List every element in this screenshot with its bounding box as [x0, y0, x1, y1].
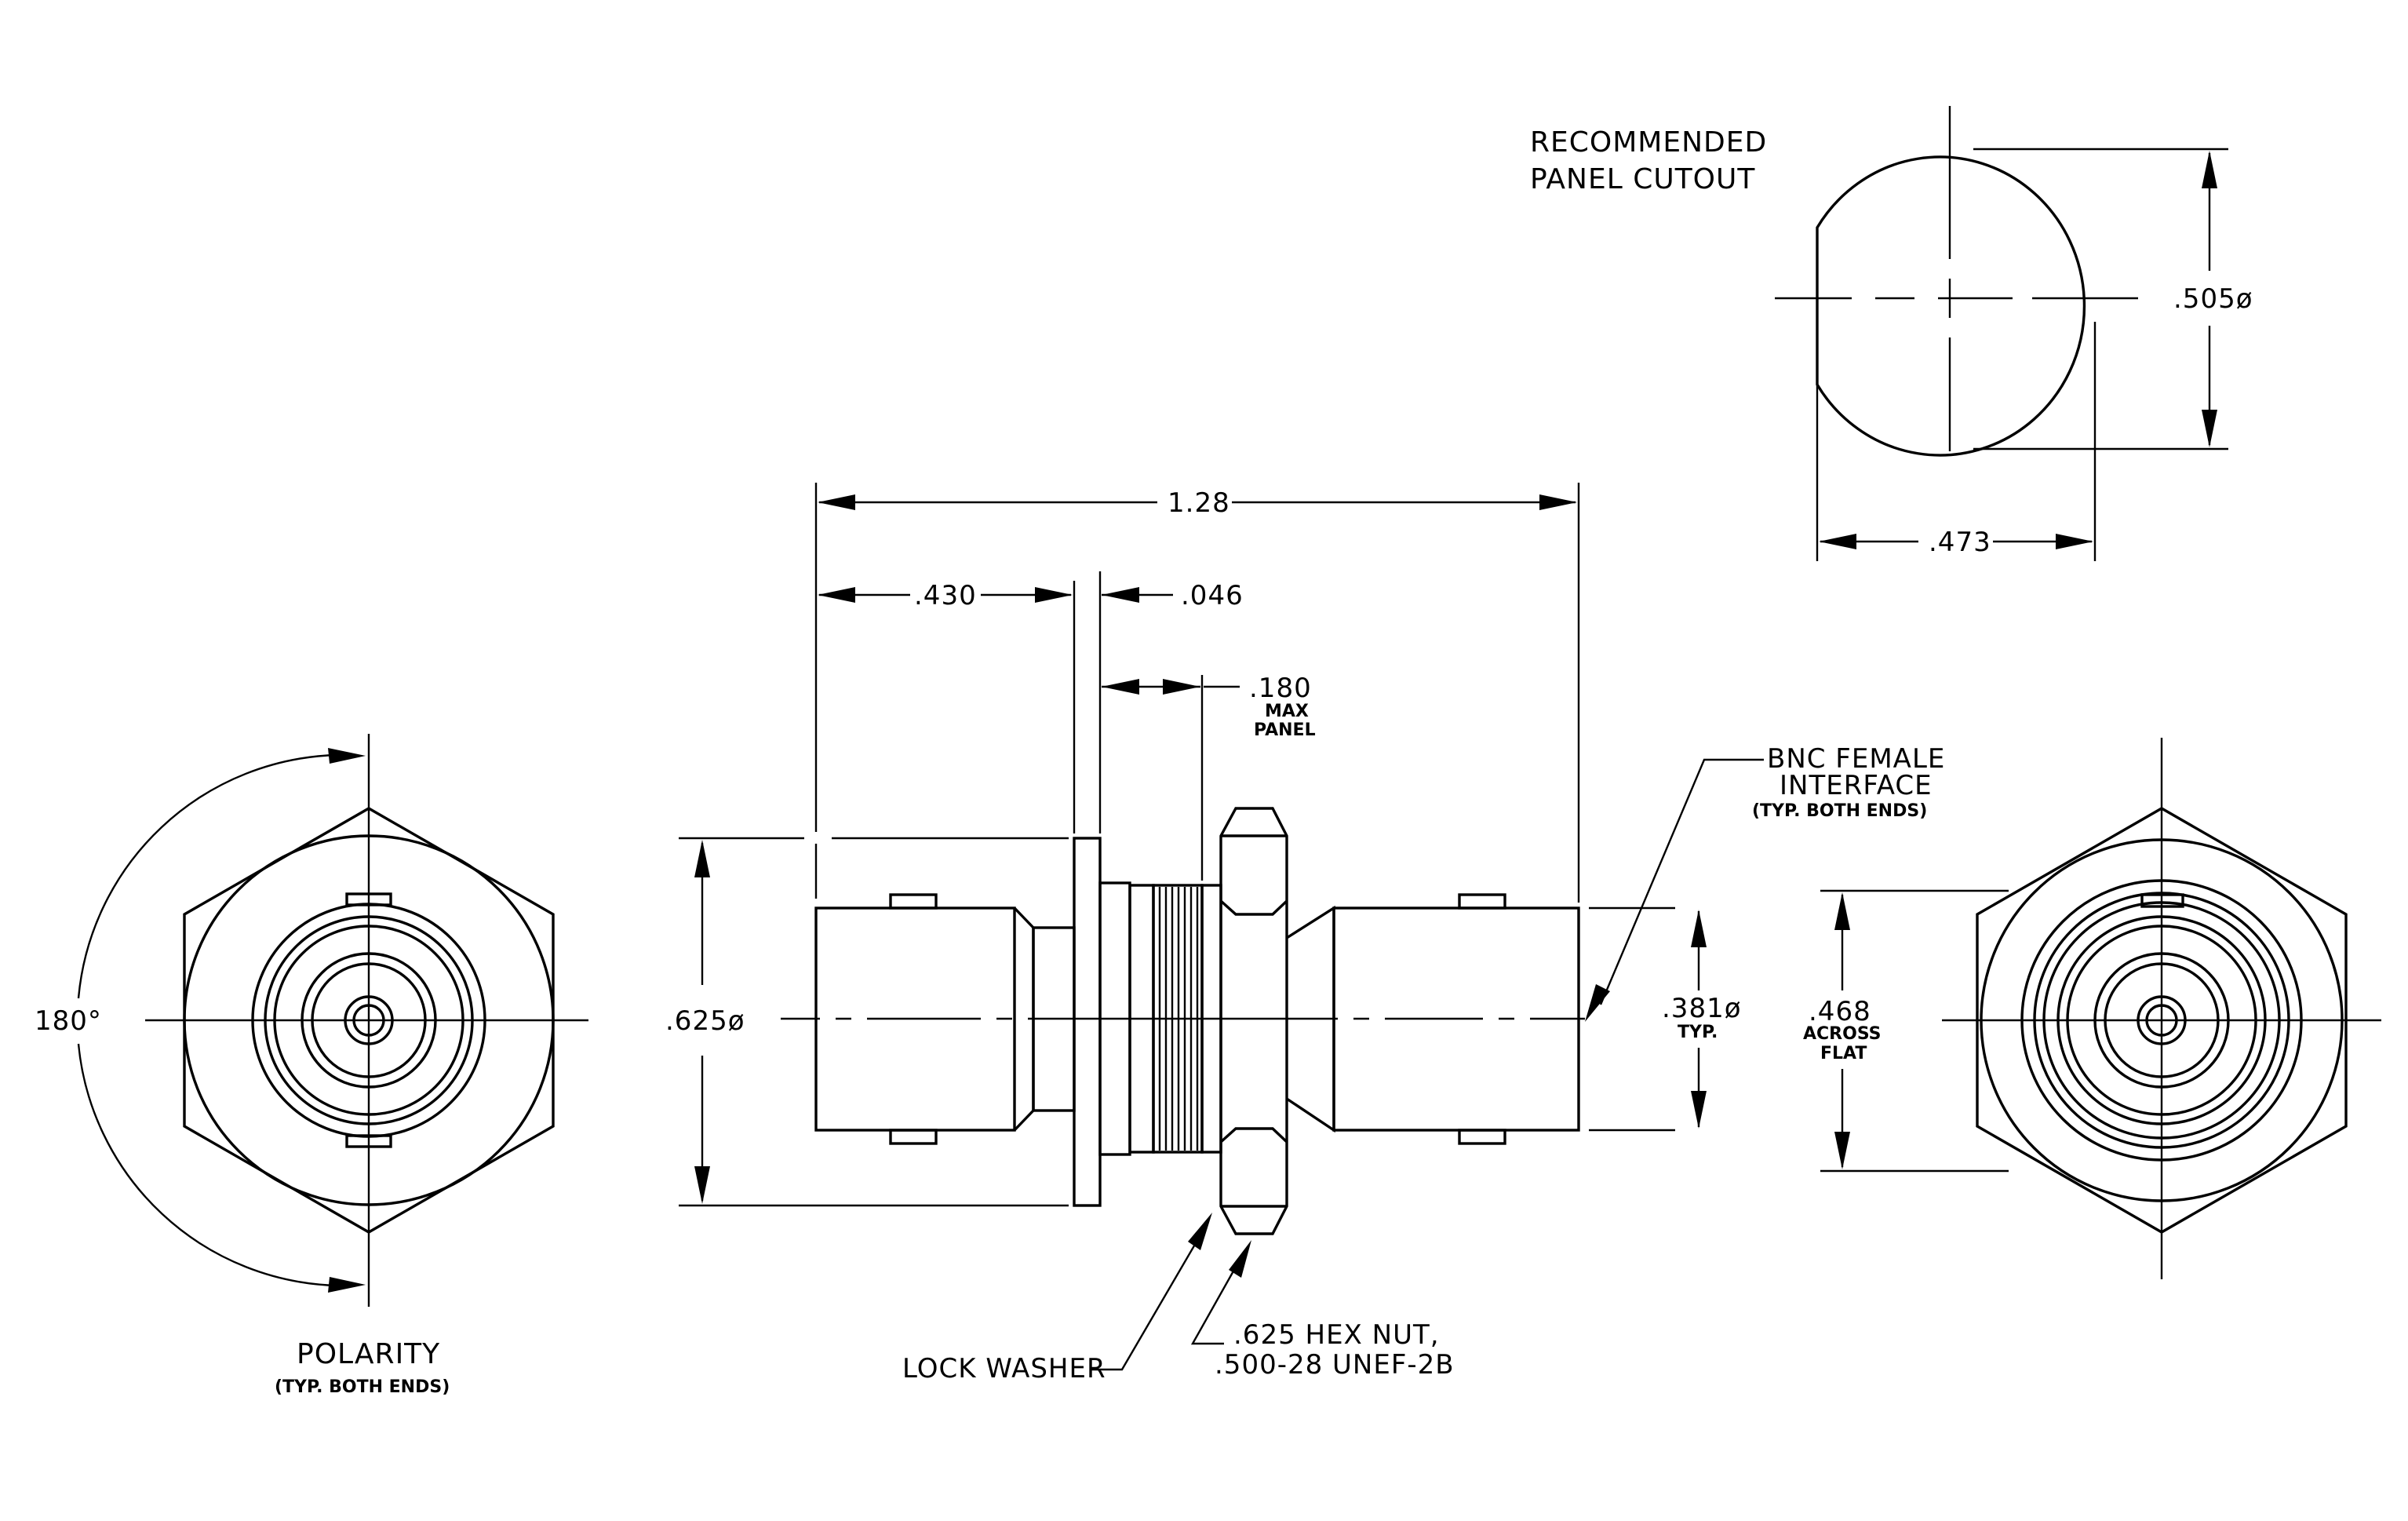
- bayonet-pin-right-top: [1458, 893, 1506, 910]
- overall-length-dimension: 1.28: [1168, 487, 1230, 519]
- body-diameter-note: TYP.: [1678, 1023, 1718, 1042]
- across-flat-label-2: FLAT: [1820, 1044, 1867, 1063]
- panel-label: PANEL: [1254, 720, 1316, 740]
- bayonet-pin-left-top: [889, 893, 938, 910]
- hex-nut: [1219, 807, 1288, 1235]
- cutout-height-dimension: .505ø: [2173, 283, 2253, 315]
- bnc-interface-label-1: BNC FEMALE: [1767, 743, 1945, 775]
- cutout-outline: [1816, 155, 2086, 457]
- panel-cutout-view: RECOMMENDED PANEL CUTOUT .505ø .473: [1530, 106, 2253, 561]
- across-flat-label-1: ACROSS: [1803, 1024, 1882, 1044]
- cutout-title-line1: RECOMMENDED: [1530, 126, 1767, 159]
- hex-nut-label-2: .500-28 UNEF-2B: [1215, 1349, 1455, 1381]
- hex-nut-label-1: .625 HEX NUT,: [1233, 1319, 1440, 1351]
- lock-washer-label: LOCK WASHER: [902, 1353, 1106, 1384]
- bayonet-pin-right-bottom: [1458, 1129, 1506, 1145]
- flange-thickness-dimension: .046: [1181, 580, 1244, 611]
- bnc-interface-label-2: INTERFACE: [1780, 770, 1933, 801]
- flange: [1073, 837, 1102, 1207]
- cutout-width-dimension: .473: [1929, 527, 1991, 558]
- panel-max-label: MAX: [1265, 702, 1309, 721]
- polarity-angle-label: 180°: [35, 1005, 102, 1037]
- right-end-view: .468 ACROSS FLAT: [1803, 738, 2381, 1279]
- cutout-title-line2: PANEL CUTOUT: [1530, 163, 1755, 195]
- polarity-label: POLARITY: [297, 1338, 440, 1370]
- polarity-note: (TYP. BOTH ENDS): [275, 1377, 450, 1397]
- bayonet-pin-left-bottom: [889, 1129, 938, 1145]
- across-flat-dimension: .468: [1809, 996, 1871, 1027]
- flange-diameter-dimension: .625ø: [665, 1005, 745, 1037]
- body-length-dimension: .430: [914, 580, 977, 611]
- bnc-interface-note: (TYP. BOTH ENDS): [1752, 801, 1927, 821]
- panel-thickness-dimension: .180: [1249, 673, 1312, 704]
- connector-side-view: 1.28 .430 .046 .180 MAX PANEL .625ø .381…: [665, 483, 1945, 1384]
- left-end-view: 180° POLARITY (TYP. BOTH ENDS): [35, 734, 588, 1397]
- body-diameter-dimension: .381ø: [1662, 993, 1742, 1024]
